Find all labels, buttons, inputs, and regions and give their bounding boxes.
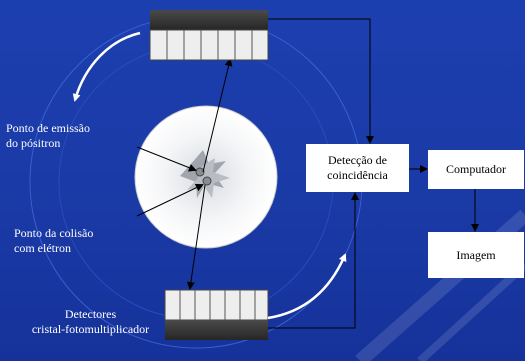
collision-point <box>202 176 212 186</box>
collision-label-line2: com elétron <box>14 241 71 255</box>
emission-label: Ponto de emissão do pósitron <box>6 121 90 151</box>
computer-box: Computador <box>428 150 524 189</box>
coincidence-box-line2: coincidência <box>327 168 388 182</box>
collision-pointer <box>136 183 204 217</box>
gamma-line-up <box>202 58 233 173</box>
collision-label: Ponto da colisão com elétron <box>14 226 93 256</box>
detectors-label-line2: cristal-fotomultiplicador <box>31 322 150 336</box>
image-box: Imagem <box>428 232 524 278</box>
computer-box-label: Computador <box>446 162 506 176</box>
emission-label-line2: do pósitron <box>6 136 61 150</box>
gamma-line-down <box>186 184 206 290</box>
rotation-arrow-top <box>72 31 141 102</box>
emission-pointer <box>136 146 197 172</box>
bottom-detector-connector <box>268 192 359 329</box>
rotation-arrow-bottom <box>267 253 347 320</box>
top-detector-connector <box>268 18 374 144</box>
top-detector <box>149 10 269 61</box>
detectors-label-line1: Detectores <box>64 307 117 321</box>
emission-point <box>195 167 205 177</box>
image-box-label: Imagem <box>456 247 496 262</box>
collision-label-line1: Ponto da colisão <box>14 226 94 240</box>
bottom-detector <box>164 289 269 340</box>
coincidence-box-line1: Detecção de <box>328 153 387 167</box>
emission-label-line1: Ponto de emissão <box>6 121 90 135</box>
detectors-label: Detectores cristal-fotomultiplicador <box>18 307 163 337</box>
coincidence-box: Detecção de coincidência <box>306 144 409 192</box>
